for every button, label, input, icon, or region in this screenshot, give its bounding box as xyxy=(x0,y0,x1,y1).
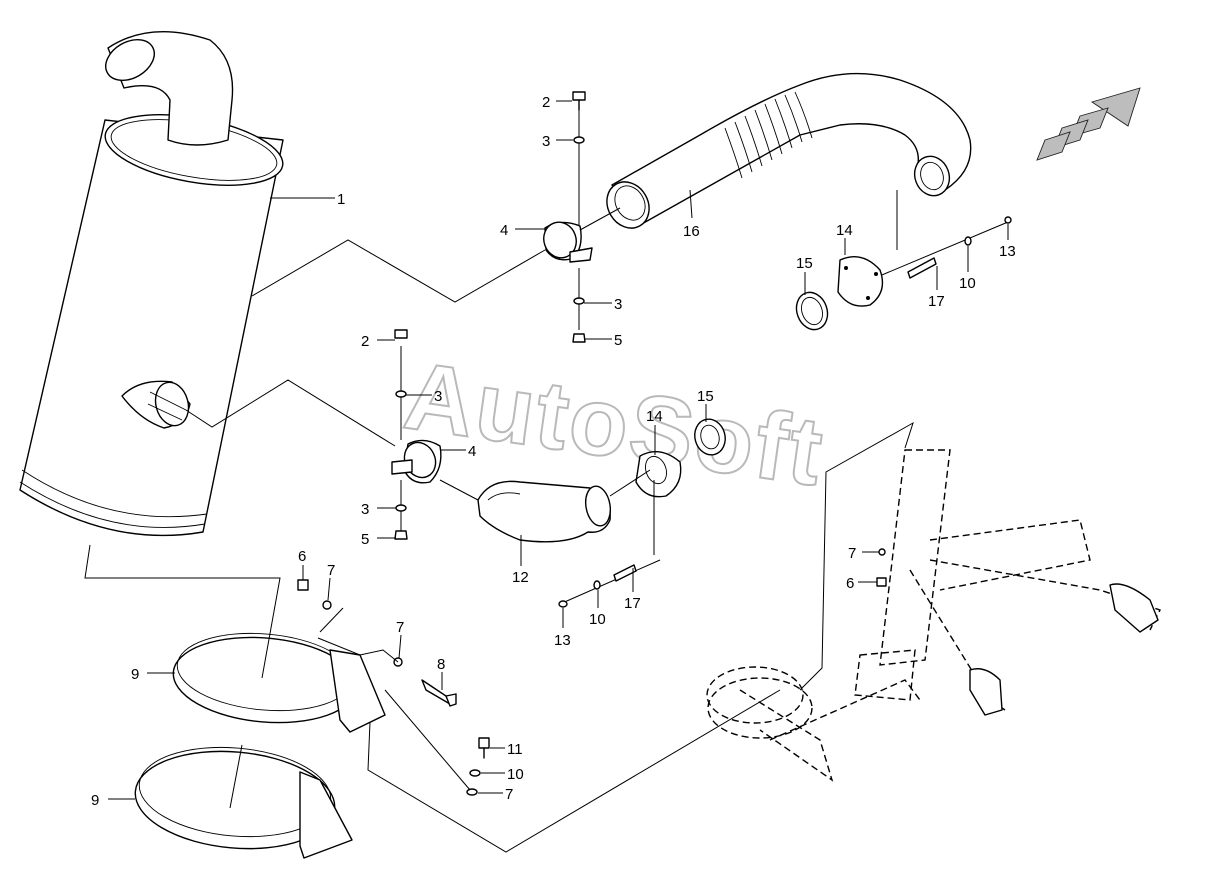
callout-9: 9 xyxy=(91,792,99,809)
callout-numbers: 1 2 3 4 3 5 16 14 15 17 10 13 2 3 4 3 5 … xyxy=(91,94,1016,809)
support-frame xyxy=(706,449,1161,782)
callout-8: 8 xyxy=(437,656,445,673)
upper-flange-assembly xyxy=(795,190,1012,331)
callout-16: 16 xyxy=(683,223,700,240)
watermark: AutoSoft xyxy=(398,342,830,507)
elbow-pipe xyxy=(439,479,612,543)
callout-3: 3 xyxy=(614,296,622,313)
callout-2: 2 xyxy=(361,333,369,350)
callout-3: 3 xyxy=(361,501,369,518)
assembly-leader-lines xyxy=(84,207,914,853)
callout-10: 10 xyxy=(589,611,606,628)
lower-clamp-assembly xyxy=(391,329,442,540)
callout-5: 5 xyxy=(361,531,369,548)
muffler xyxy=(19,31,284,537)
callout-7: 7 xyxy=(396,619,404,636)
lower-flange-assembly xyxy=(558,418,726,608)
forward-direction-arrow-icon xyxy=(1036,87,1141,161)
callout-7: 7 xyxy=(505,786,513,803)
callout-12: 12 xyxy=(512,569,529,586)
callout-17: 17 xyxy=(928,293,945,310)
callout-15: 15 xyxy=(697,388,714,405)
callout-7: 7 xyxy=(848,545,856,562)
callout-11: 11 xyxy=(507,741,523,758)
callout-7: 7 xyxy=(327,562,335,579)
callout-4: 4 xyxy=(468,443,476,460)
callout-17: 17 xyxy=(624,595,641,612)
callout-2: 2 xyxy=(542,94,550,111)
upper-exhaust-pipe xyxy=(606,72,972,229)
upper-clamp-assembly xyxy=(543,91,593,343)
callout-3: 3 xyxy=(542,133,550,150)
callout-6: 6 xyxy=(298,548,306,565)
callout-14: 14 xyxy=(646,408,663,425)
callout-14: 14 xyxy=(836,222,853,239)
callout-10: 10 xyxy=(959,275,976,292)
callout-13: 13 xyxy=(999,243,1016,260)
callout-1: 1 xyxy=(337,191,345,208)
callout-leaders xyxy=(108,100,1009,800)
callout-4: 4 xyxy=(500,222,508,239)
callout-6: 6 xyxy=(846,575,854,592)
callout-13: 13 xyxy=(554,632,571,649)
callout-15: 15 xyxy=(796,255,813,272)
callout-3: 3 xyxy=(434,388,442,405)
frame-nut xyxy=(876,577,887,587)
frame-washer xyxy=(878,548,886,556)
callout-5: 5 xyxy=(614,332,622,349)
mounting-bands xyxy=(134,579,490,859)
callout-10: 10 xyxy=(507,766,524,783)
callout-9: 9 xyxy=(131,666,139,683)
